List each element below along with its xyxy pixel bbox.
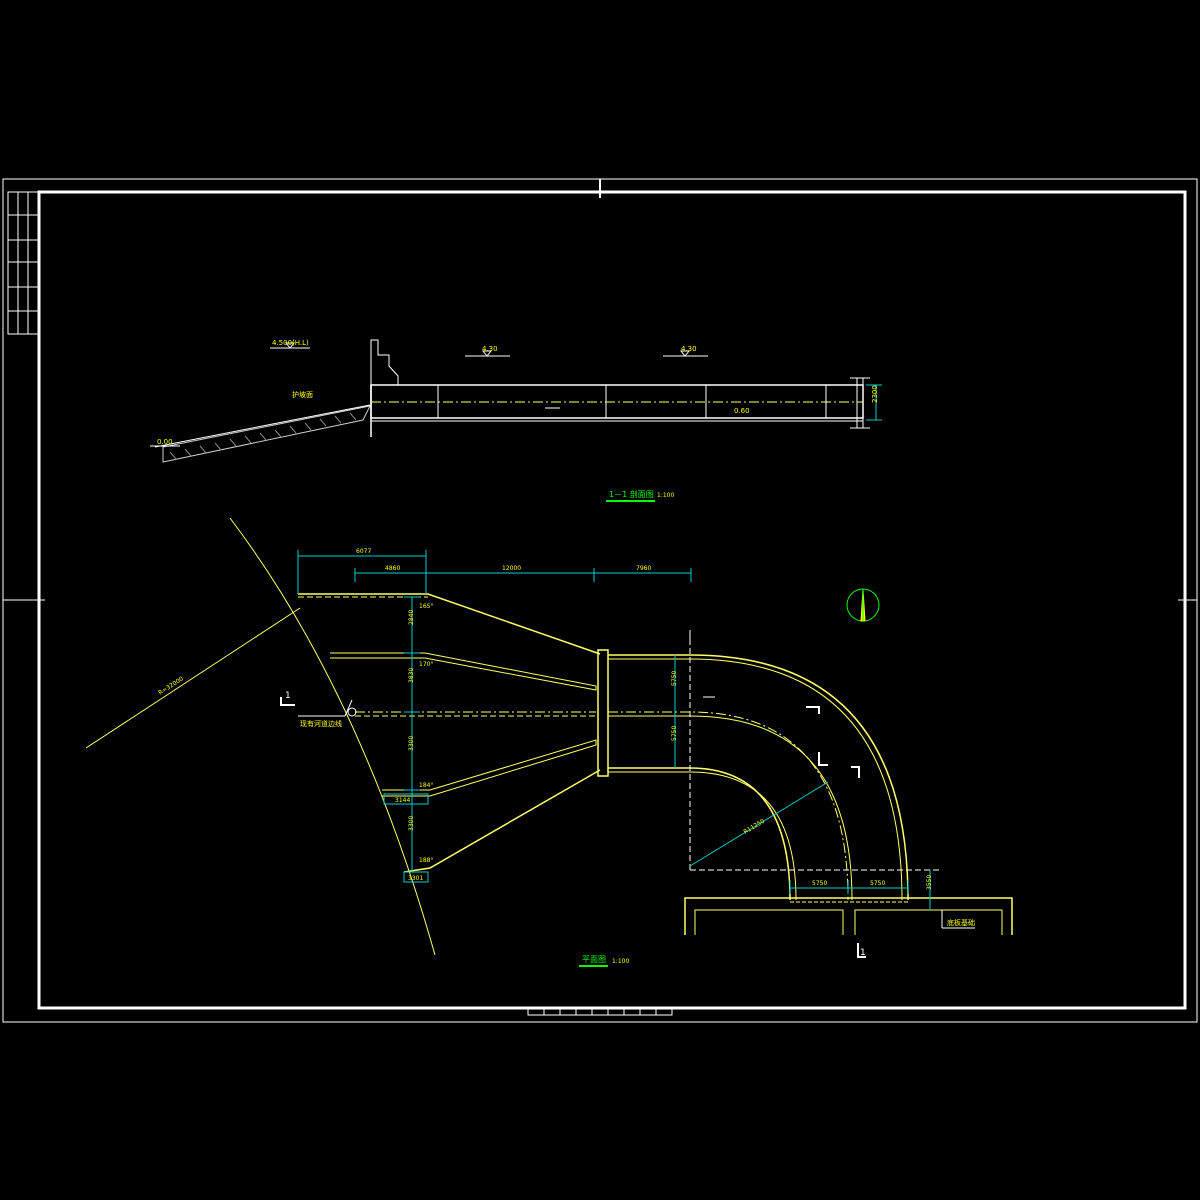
ground-level-text-1: 4.30 bbox=[482, 345, 498, 353]
corner-mark-3 bbox=[851, 766, 860, 778]
water-level-text: 4.500(H.L) bbox=[272, 339, 309, 347]
guide-wall-1 bbox=[330, 652, 597, 691]
vdim-2: 3300 bbox=[408, 736, 415, 751]
bend-radius-text: R11250 bbox=[742, 818, 766, 836]
dim-top-3: 7960 bbox=[636, 565, 651, 572]
pipe-outer-wall bbox=[608, 654, 909, 901]
vdim-0: 2840 bbox=[408, 610, 415, 625]
culvert-joints bbox=[437, 377, 870, 429]
ground-level-text-2: 4.30 bbox=[681, 345, 697, 353]
lower-wing-wall bbox=[403, 769, 601, 873]
small-dim-2: 3301 bbox=[408, 875, 423, 882]
pipe-vdim-1: 5750 bbox=[671, 671, 678, 686]
pipe-inner-wall-2 bbox=[608, 771, 797, 901]
radius-leader bbox=[85, 607, 301, 749]
plan-scale: 1:100 bbox=[612, 958, 629, 965]
dim-top-1: 4860 bbox=[385, 565, 400, 572]
side-title-block bbox=[7, 191, 40, 335]
riprap-hatch bbox=[169, 412, 357, 460]
corner-mark-1 bbox=[806, 706, 820, 714]
bank-label: 现有河道边线 bbox=[300, 719, 342, 728]
upper-wing-wall bbox=[298, 593, 601, 655]
base-label: 底板基础 bbox=[947, 918, 975, 927]
headwall bbox=[370, 339, 399, 386]
small-dim-1: 3144 bbox=[395, 797, 410, 804]
bottom-title-strip bbox=[527, 1007, 673, 1016]
base-slab-inner bbox=[694, 909, 1003, 935]
small-dim-box-1 bbox=[383, 793, 429, 805]
bottom-level-text: 0.00 bbox=[157, 438, 173, 446]
inner-border bbox=[37, 190, 1187, 1010]
slope-surface bbox=[154, 404, 371, 448]
plan-title: 平面图 bbox=[582, 955, 606, 964]
base-slab-outer bbox=[684, 897, 1013, 935]
section-cut-mark-bottom bbox=[857, 943, 866, 958]
section-title: 1－1 剖面图 bbox=[609, 489, 654, 499]
headwall-flange bbox=[597, 649, 609, 777]
dim-top-0: 6077 bbox=[356, 548, 371, 555]
angle-3: 188° bbox=[419, 857, 433, 864]
river-bank-line bbox=[229, 517, 436, 956]
slope-text: 0.60 bbox=[734, 407, 750, 415]
section-scale: 1:100 bbox=[657, 492, 674, 499]
plan-view: R=32000 R11250 bbox=[85, 517, 1013, 967]
vdim-3: 3300 bbox=[408, 816, 415, 831]
pipe-dim-2: 5750 bbox=[870, 880, 885, 887]
north-arrow-icon bbox=[846, 588, 880, 622]
bank-label-dot bbox=[347, 707, 357, 717]
water-level-symbol bbox=[284, 342, 296, 349]
slope-riprap bbox=[162, 405, 371, 463]
height-dim-text: 2300 bbox=[871, 385, 879, 403]
pipe-vdim-2: 5750 bbox=[671, 726, 678, 741]
small-dim-box-2 bbox=[403, 871, 429, 883]
pipe-width-dims bbox=[789, 870, 931, 910]
pipe-center-wall bbox=[608, 715, 853, 901]
corner-mark-2 bbox=[818, 752, 828, 766]
slope-label: 护坡面 bbox=[292, 390, 313, 399]
pipe-outer-wall-inner bbox=[608, 658, 903, 901]
pipe-inner-wall bbox=[608, 767, 791, 901]
section-cut-mark-left bbox=[280, 697, 295, 706]
ground-level-symbol-1 bbox=[481, 350, 493, 357]
angle-0: 165° bbox=[419, 603, 433, 610]
section-mark-left: 1 bbox=[285, 691, 291, 701]
angle-1: 170° bbox=[419, 661, 433, 668]
base-dim-text: 3550 bbox=[926, 875, 933, 890]
ground-level-symbol-2 bbox=[679, 350, 691, 357]
vdim-1: 3830 bbox=[408, 668, 415, 683]
top-dimension-chain bbox=[297, 550, 692, 594]
pipe-dim-1: 5750 bbox=[812, 880, 827, 887]
dim-top-2: 12000 bbox=[502, 565, 521, 572]
outer-border bbox=[2, 178, 1198, 1023]
guide-wall-2 bbox=[382, 739, 597, 797]
bank-label-leader bbox=[344, 699, 353, 717]
bend-radius-line bbox=[689, 781, 829, 867]
angle-2: 184° bbox=[419, 782, 433, 789]
section-view: 2300 4.500(H.L) 4.30 4.30 0.00 护坡面 0.60 … bbox=[150, 339, 882, 502]
section-mark-bottom: 1 bbox=[860, 948, 866, 958]
pipe-centerline bbox=[608, 711, 849, 901]
